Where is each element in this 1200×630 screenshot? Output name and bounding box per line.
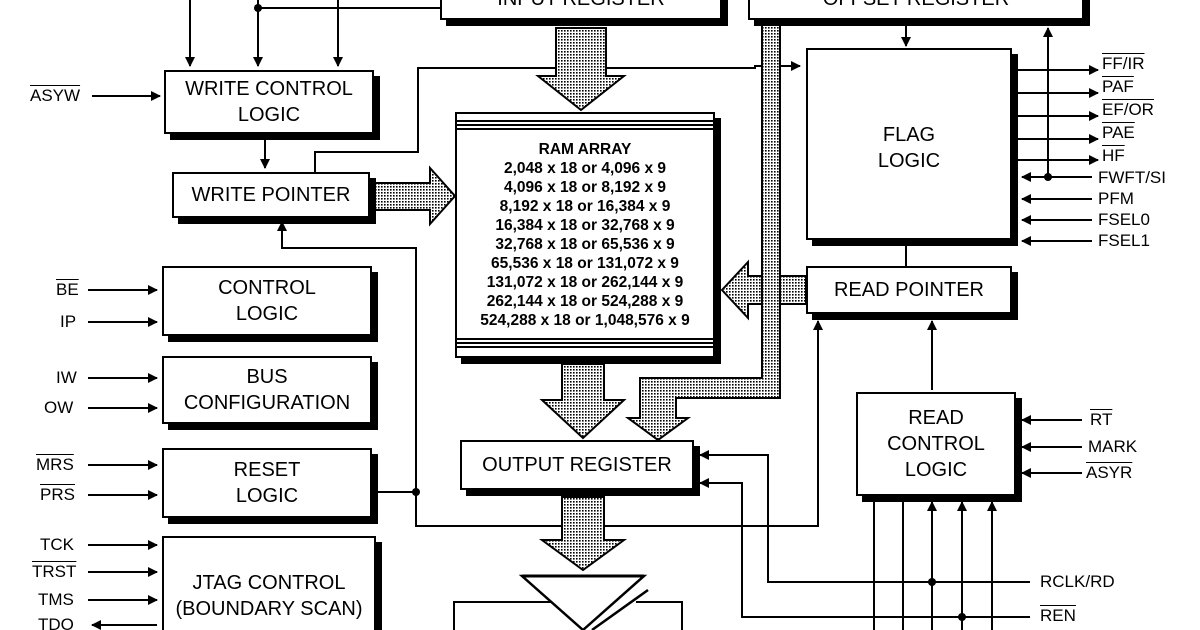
bus-wp-ram	[371, 165, 457, 227]
ram-array-block: RAM ARRAY 2,048 x 18 or 4,096 x 9 4,096 …	[455, 112, 715, 358]
node-ren	[958, 613, 966, 621]
bus-offset-out	[624, 23, 781, 442]
read-control-logic-block: READ CONTROL LOGIC	[856, 392, 1016, 496]
ram-size-row: 16,384 x 18 or 32,768 x 9	[495, 217, 675, 234]
signal-rt: RT	[1090, 410, 1113, 429]
signal-iw: IW	[56, 368, 77, 387]
bus-input-ram	[535, 27, 627, 112]
write-control-line1: WRITE CONTROL	[185, 78, 353, 100]
signal-hf: HF	[1102, 146, 1125, 165]
ram-size-row: 262,144 x 18 or 524,288 x 9	[486, 293, 684, 310]
ram-array-title: RAM ARRAY	[538, 141, 632, 158]
signal-asyw: ASYW	[30, 86, 81, 105]
node-fwft	[1044, 173, 1052, 181]
signal-prs: PRS	[40, 485, 75, 504]
signal-ren: REN	[1040, 606, 1076, 625]
signal-be: BE	[56, 280, 79, 299]
input-register-label: INPUT REGISTER	[497, 0, 664, 12]
offset-register-label: OFFSET REGISTER	[823, 0, 1009, 12]
ram-stack-lines-bottom	[457, 338, 713, 350]
wire-reset-down	[415, 320, 823, 527]
ram-size-row: 2,048 x 18 or 4,096 x 9	[503, 160, 667, 177]
signal-ip: IP	[60, 312, 77, 331]
write-pointer-block: WRITE POINTER	[172, 172, 370, 218]
ram-size-row: 4,096 x 18 or 8,192 x 9	[503, 179, 667, 196]
bus-ram-out	[539, 363, 627, 440]
signal-ef-or: EF/OR	[1102, 100, 1154, 119]
signal-rclk-rd: RCLK/RD	[1040, 572, 1115, 591]
flag-logic-line2: LOGIC	[877, 150, 941, 172]
wire-wp-flag	[314, 61, 801, 172]
offset-register-block: OFFSET REGISTER	[748, 0, 1084, 20]
signal-tms: TMS	[38, 590, 74, 609]
ram-size-row: 8,192 x 18 or 16,384 x 9	[499, 198, 671, 215]
ram-stack-lines-top	[457, 120, 713, 132]
input-register-block: INPUT REGISTER	[440, 0, 722, 20]
node-reset	[412, 488, 420, 496]
node-rclk	[928, 578, 936, 586]
signal-pfm: PFM	[1098, 189, 1134, 208]
jtag-control-block: JTAG CONTROL (BOUNDARY SCAN)	[162, 536, 376, 630]
write-control-logic-block: WRITE CONTROL LOGIC	[164, 70, 374, 134]
wire-buf-right	[636, 601, 683, 630]
ram-size-row: 65,536 x 18 or 131,072 x 9	[491, 255, 679, 272]
signal-ff-ir: FF/IR	[1102, 54, 1145, 73]
signal-pae: PAE	[1102, 123, 1135, 142]
signal-asyr: ASYR	[1086, 463, 1133, 482]
reset-logic-block: RESET LOGIC	[162, 448, 372, 518]
control-logic-block: CONTROL LOGIC	[162, 266, 372, 336]
read-pointer-label: READ POINTER	[833, 279, 985, 301]
read-control-line2: CONTROL	[887, 433, 985, 455]
flag-logic-block: FLAG LOGIC	[806, 48, 1012, 240]
signal-paf: PAF	[1102, 77, 1134, 96]
write-pointer-label: WRITE POINTER	[191, 184, 351, 206]
signal-ow: OW	[44, 398, 74, 417]
ram-size-row: 524,288 x 18 or 1,048,576 x 9	[480, 312, 690, 329]
signal-trst: TRST	[32, 562, 77, 581]
wire-buf-left	[453, 601, 552, 630]
jtag-line1: JTAG CONTROL	[192, 572, 346, 594]
signal-fwft-si: FWFT/SI	[1098, 168, 1166, 187]
wire-rclk	[699, 450, 1030, 583]
jtag-line2: (BOUNDARY SCAN)	[175, 598, 363, 620]
signal-tdo: TDO	[38, 615, 74, 630]
bus-config-line2: CONFIGURATION	[183, 392, 351, 414]
signal-tck: TCK	[40, 535, 74, 554]
wire-ren	[699, 478, 1030, 618]
control-logic-line2: LOGIC	[235, 303, 299, 325]
control-logic-line1: CONTROL	[218, 277, 316, 299]
flag-logic-line1: FLAG	[882, 124, 936, 146]
bus-configuration-block: BUS CONFIGURATION	[162, 356, 372, 424]
ram-size-row: 131,072 x 18 or 262,144 x 9	[486, 274, 684, 291]
node-top	[254, 4, 262, 12]
output-buffer	[518, 574, 649, 630]
output-register-block: OUTPUT REGISTER	[460, 440, 694, 490]
ram-size-row: 32,768 x 18 or 65,536 x 9	[495, 236, 675, 253]
read-control-line1: READ	[908, 407, 964, 429]
reset-logic-line1: RESET	[233, 459, 301, 481]
reset-logic-line2: LOGIC	[235, 485, 299, 507]
bus-out-buf	[538, 496, 628, 572]
wire-reset-up	[277, 221, 417, 492]
signal-mrs: MRS	[36, 455, 74, 474]
read-pointer-block: READ POINTER	[806, 266, 1012, 314]
signal-fsel1: FSEL1	[1098, 231, 1150, 250]
read-control-line3: LOGIC	[904, 459, 968, 481]
signal-fsel0: FSEL0	[1098, 210, 1150, 229]
signal-mark: MARK	[1088, 437, 1138, 456]
output-register-label: OUTPUT REGISTER	[482, 454, 672, 476]
write-control-line2: LOGIC	[237, 104, 301, 126]
bus-config-line1: BUS	[246, 366, 288, 388]
